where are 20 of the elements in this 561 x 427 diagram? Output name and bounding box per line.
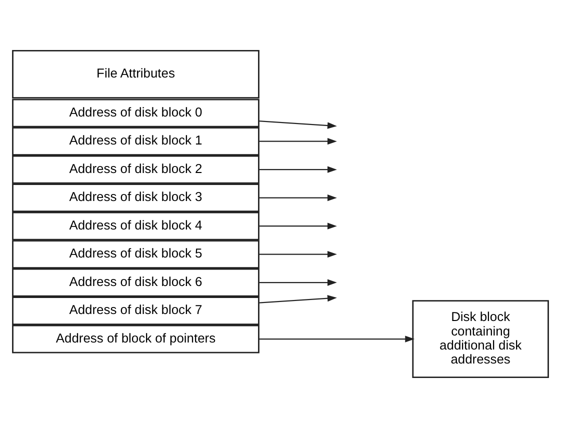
arrow — [259, 222, 337, 229]
arrow — [259, 250, 337, 258]
arrow — [259, 120, 337, 128]
arrow — [259, 166, 337, 172]
arrow — [258, 335, 415, 342]
node-box: Address of disk block 2 — [12, 154, 260, 184]
node-box: File Attributes — [12, 50, 260, 98]
node-box: Address of disk block 7 — [12, 296, 260, 325]
arrow — [259, 194, 337, 201]
node-box: Address of disk block 4 — [12, 211, 260, 240]
node-box: Address of disk block 0 — [12, 98, 260, 127]
node-box: Address of block of pointers — [12, 324, 260, 353]
node-box: Address of disk block 6 — [12, 268, 260, 296]
arrow — [259, 294, 337, 303]
node-box: Address of disk block 3 — [12, 183, 260, 212]
node-box: Address of disk block 1 — [12, 126, 260, 156]
node-box: Disk block containing additional disk addresses — [412, 300, 549, 378]
arrow — [259, 138, 337, 144]
arrow — [259, 278, 337, 286]
node-box: Address of disk block 5 — [12, 240, 260, 268]
